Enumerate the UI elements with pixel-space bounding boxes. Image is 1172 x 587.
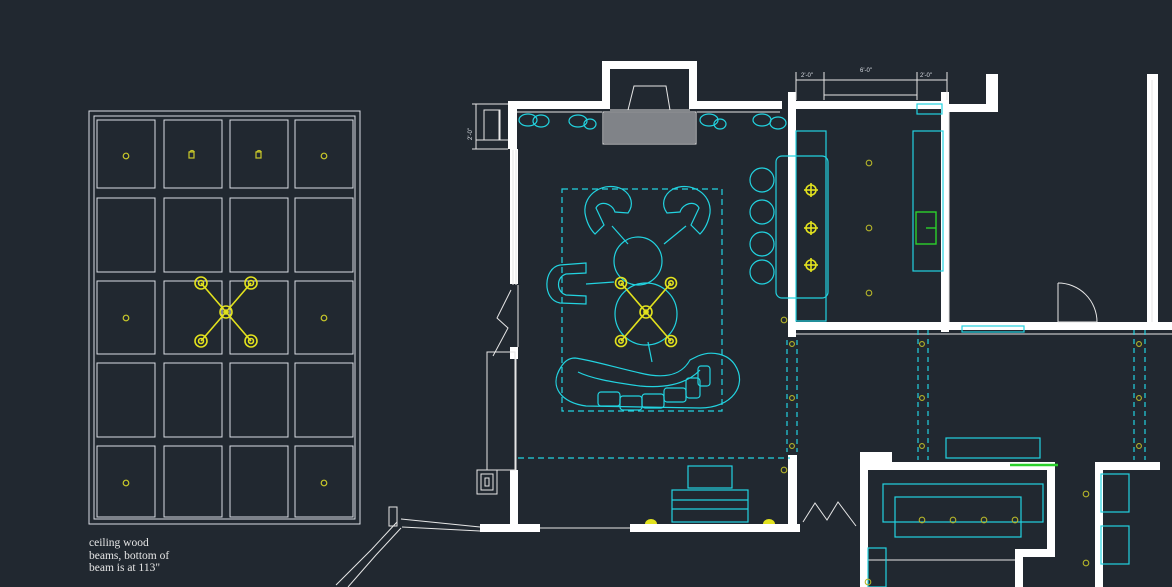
lighting-fixtures bbox=[614, 183, 818, 348]
chandelier-icon bbox=[614, 276, 678, 348]
ceiling-note-line: beam is at 113" bbox=[89, 562, 161, 574]
wall-sconce-icons bbox=[518, 113, 787, 130]
pendant-light-icons bbox=[804, 183, 818, 272]
ceiling-note-line: beams, bottom of bbox=[89, 549, 170, 562]
floor-outlet-icons bbox=[645, 519, 775, 524]
dimension-labels: 2'-0" 6'-0" 2'-0" 2'-0" bbox=[468, 68, 932, 140]
ceiling-note-line: ceiling wood bbox=[89, 537, 149, 549]
dim-top-left: 2'-0" bbox=[801, 73, 813, 79]
furniture bbox=[518, 103, 1146, 587]
architectural-linework bbox=[335, 72, 1172, 587]
dim-top-right: 2'-0" bbox=[920, 73, 932, 79]
ceiling-downlight-icons bbox=[122, 149, 328, 487]
ceiling-beam-note: ceiling wood beams, bottom of beam is at… bbox=[89, 537, 209, 575]
ceiling-chandelier-icon bbox=[194, 276, 258, 348]
fireplace-hearth bbox=[602, 111, 697, 145]
kitchen-sink bbox=[915, 211, 937, 245]
dim-left-vertical: 2'-0" bbox=[468, 128, 474, 140]
ceiling-beam-grid bbox=[88, 110, 361, 525]
dim-top-center: 6'-0" bbox=[860, 68, 872, 74]
recessed-light-icons bbox=[780, 159, 1142, 586]
